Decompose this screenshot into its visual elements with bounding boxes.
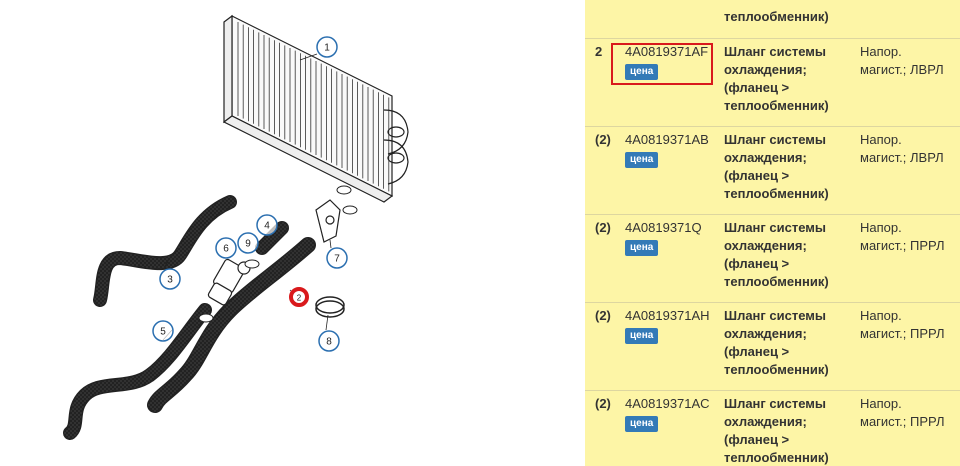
note-line: магист.; ЛВРЛ — [860, 62, 944, 77]
part-name-line: охлаждения; — [724, 326, 807, 341]
callout-label-7: 7 — [334, 254, 340, 265]
price-button[interactable]: цена — [625, 328, 659, 344]
note-line: Напор. — [860, 44, 902, 59]
row-part-name: Шланг системы охлаждения; (фланец > теплооб… — [724, 307, 852, 379]
part-name-line: теплообменник) — [724, 274, 829, 289]
table-row: (2) 4A0819371AC цена Шланг системы охлаждени… — [585, 390, 960, 466]
clamp-8 — [315, 296, 345, 318]
part-name-line: теплообменник) — [724, 98, 829, 113]
row-position: (2) — [595, 396, 611, 411]
part-number-text[interactable]: 4A0819371AB — [625, 132, 709, 147]
note-line: Напор. — [860, 396, 902, 411]
callout-label-3: 3 — [167, 275, 173, 286]
part-name-line: Шланг системы — [724, 396, 827, 411]
table-row: (2) 4A0819371AB цена Шланг системы охлаждени… — [585, 126, 960, 215]
callout-label-2: 2 — [297, 294, 302, 303]
part-name-line: (фланец > — [724, 344, 790, 359]
part-number-text[interactable]: 4A0819371Q — [625, 220, 702, 235]
valve-6 — [207, 258, 251, 306]
part-name-line: (фланец > — [724, 256, 790, 271]
callout-markers: 1 2 3 4 5 6 7 8 9 — [152, 36, 348, 352]
note-line: магист.; ПРРЛ — [860, 326, 945, 341]
row-part-number: 4A0819371AC цена — [625, 395, 710, 432]
callout-label-9: 9 — [245, 239, 251, 250]
callout-circle-4 — [256, 214, 278, 236]
part-name-line: теплообменник) — [724, 362, 829, 377]
flange-7 — [315, 199, 341, 243]
selected-part-highlight — [611, 43, 713, 85]
part-number-text[interactable]: 4A0819371AF — [625, 44, 709, 59]
row-note: Напор. магист.; ЛВРЛ — [860, 43, 956, 79]
row-note: Напор. магист.; ПРРЛ — [860, 219, 956, 255]
heat-exchanger — [222, 14, 409, 203]
callout-label-8: 8 — [326, 337, 332, 348]
note-line: Напор. — [860, 220, 902, 235]
row-part-number: 4A0819371AB цена — [625, 131, 709, 168]
table-row: (2) 4A0819371AH цена Шланг системы охлаждени… — [585, 302, 960, 391]
callout-circle-1 — [316, 36, 338, 58]
part-name-line: охлаждения; — [724, 414, 807, 429]
table-row: теплообменник) — [585, 0, 960, 38]
part-name-line: Шланг системы — [724, 220, 827, 235]
row-part-number: 4A0819371Q цена — [625, 219, 702, 256]
callout-label-4: 4 — [264, 221, 270, 232]
part-name-line: теплообменник) — [724, 186, 829, 201]
row-position: (2) — [595, 308, 611, 323]
table-row: 2 4A0819371AF цена Шланг системы охлаждения;… — [585, 38, 960, 127]
row-note: Напор. магист.; ПРРЛ — [860, 395, 956, 431]
row-position: (2) — [595, 220, 611, 235]
note-line: Напор. — [860, 132, 902, 147]
price-button[interactable]: цена — [625, 416, 659, 432]
callout-circle-2 — [289, 287, 309, 307]
callout-circle-8 — [318, 330, 340, 352]
row-part-number: 4A0819371AH цена — [625, 307, 710, 344]
callout-circle-9 — [237, 232, 259, 254]
part-number-text[interactable]: 4A0819371AH — [625, 308, 710, 323]
callout-label-1: 1 — [324, 43, 330, 54]
row-part-name: Шланг системы охлаждения; (фланец > теплооб… — [724, 219, 852, 291]
part-name-line: Шланг системы — [724, 308, 827, 323]
callout-circle-6 — [215, 237, 237, 259]
part-name-line: Шланг системы — [724, 44, 827, 59]
row-part-number: 4A0819371AF цена — [625, 43, 708, 80]
part-name-line: теплообменник) — [724, 450, 829, 465]
part-name-line: (фланец > — [724, 80, 790, 95]
note-line: магист.; ЛВРЛ — [860, 150, 944, 165]
callout-label-5: 5 — [160, 327, 166, 338]
row-position: (2) — [595, 132, 611, 147]
parts-diagram: 1 2 3 4 5 6 7 8 9 — [63, 14, 409, 440]
part-name-line: охлаждения; — [724, 238, 807, 253]
row-note: Напор. магист.; ПРРЛ — [860, 307, 956, 343]
row-part-name: Шланг системы охлаждения; (фланец > теплооб… — [724, 43, 852, 115]
note-line: Напор. — [860, 308, 902, 323]
part-number-text[interactable]: 4A0819371AC — [625, 396, 710, 411]
row-part-name: Шланг системы охлаждения; (фланец > теплооб… — [724, 131, 852, 203]
clamps-9 — [198, 185, 358, 323]
part-name-line: Шланг системы — [724, 132, 827, 147]
callout-label-6: 6 — [223, 244, 229, 255]
note-line: магист.; ПРРЛ — [860, 414, 945, 429]
price-button[interactable]: цена — [625, 240, 659, 256]
note-line: магист.; ПРРЛ — [860, 238, 945, 253]
price-button[interactable]: цена — [625, 152, 659, 168]
row-name-tail: теплообменник) — [724, 9, 829, 24]
callout-circle-5 — [152, 320, 174, 342]
price-button[interactable]: цена — [625, 64, 659, 80]
row-part-name: Шланг системы охлаждения; (фланец > теплооб… — [724, 395, 852, 466]
table-row: (2) 4A0819371Q цена Шланг системы охлаждения… — [585, 214, 960, 303]
part-name-line: охлаждения; — [724, 150, 807, 165]
callout-circle-7 — [326, 247, 348, 269]
row-note: Напор. магист.; ЛВРЛ — [860, 131, 956, 167]
part-name-line: охлаждения; — [724, 62, 807, 77]
part-name-line: (фланец > — [724, 168, 790, 183]
row-position: 2 — [595, 44, 603, 59]
callout-circle-3 — [159, 268, 181, 290]
part-name-line: (фланец > — [724, 432, 790, 447]
